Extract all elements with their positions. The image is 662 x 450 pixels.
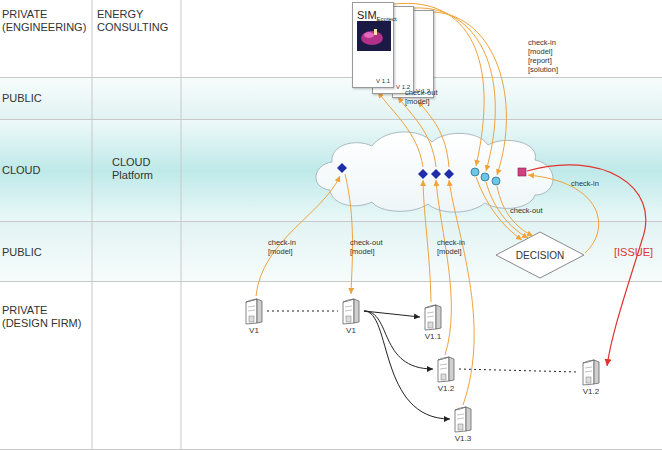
version-label: V1.3 xyxy=(450,434,476,444)
building-icon xyxy=(580,358,602,386)
building-icon xyxy=(340,297,362,325)
building-icon xyxy=(243,297,265,325)
tool-name: SIM xyxy=(357,9,377,21)
flow-label: check-in [model] xyxy=(268,238,308,256)
swim-lane: PRIVATE (ENGINEERING) ENERGY CONSULTING xyxy=(0,0,662,78)
building-front xyxy=(343,299,354,324)
building-icon xyxy=(452,405,474,433)
building-slot xyxy=(457,414,464,415)
building-drawing xyxy=(580,358,602,386)
column-label: CLOUD Platform xyxy=(112,156,172,182)
building-model: V1.3 xyxy=(450,405,476,445)
flow-label: check-out [model] xyxy=(350,238,390,256)
building-slot xyxy=(248,310,255,311)
building-door xyxy=(458,424,463,430)
version-label: V1.2 xyxy=(578,387,604,397)
building-side xyxy=(257,299,262,323)
building-drawing xyxy=(422,303,444,331)
building-slot xyxy=(427,312,434,313)
card-header: SIMEcotect xyxy=(357,5,397,23)
issue-label: [ISSUE] xyxy=(614,246,662,259)
building-drawing xyxy=(435,355,457,383)
building-model: V1.1 xyxy=(420,303,446,343)
building-roof xyxy=(246,299,257,302)
lane-label: CLOUD xyxy=(2,164,90,177)
building-door xyxy=(428,322,433,328)
building-door xyxy=(441,374,446,380)
building-drawing xyxy=(340,297,362,325)
version-label: V 1.1 xyxy=(376,78,390,84)
building-icon xyxy=(435,355,457,383)
lane-label: PUBLIC xyxy=(2,246,90,259)
building-slot xyxy=(440,364,447,365)
flow-label: check-out [model] xyxy=(405,88,445,106)
flow-label: check-in [model] xyxy=(437,238,477,256)
building-drawing xyxy=(243,297,265,325)
building-drawing xyxy=(452,405,474,433)
building-icon xyxy=(422,303,444,331)
column-label: ENERGY CONSULTING xyxy=(97,8,179,34)
building-front xyxy=(438,357,449,382)
decision-diamond: DECISION xyxy=(495,231,585,279)
swim-lane: PUBLIC DECISION xyxy=(0,222,662,282)
swim-lane: CLOUD CLOUD Platform xyxy=(0,120,662,222)
building-slot xyxy=(457,418,464,419)
building-slot xyxy=(345,306,352,307)
building-door xyxy=(346,316,351,322)
flow-label: check-in [model] [report] [solution] xyxy=(528,38,578,74)
lane-label: PRIVATE (DESIGN FIRM) xyxy=(2,304,90,330)
version-label: V1 xyxy=(241,326,267,336)
building-side xyxy=(436,305,441,329)
building-front xyxy=(425,305,436,330)
building-side xyxy=(449,357,454,381)
diamond-shape xyxy=(496,232,584,278)
building-front xyxy=(455,407,466,432)
lane-label: PUBLIC xyxy=(2,92,90,105)
building-door xyxy=(249,316,254,322)
building-front xyxy=(246,299,257,324)
version-label: V1 xyxy=(338,326,364,336)
image-highlight xyxy=(374,29,377,35)
decision-label: DECISION xyxy=(495,250,585,261)
swim-lane: PUBLIC xyxy=(0,78,662,120)
version-label: V1.2 xyxy=(433,384,459,394)
building-door xyxy=(586,377,591,383)
simulation-card: SIMEcotect V 1.1 xyxy=(352,2,394,88)
version-label: V1.1 xyxy=(420,332,446,342)
image-background xyxy=(357,21,391,51)
flow-label: check-out xyxy=(510,206,550,215)
building-model: V1 xyxy=(241,297,267,337)
building-roof xyxy=(438,357,449,360)
building-model: V1 xyxy=(338,297,364,337)
building-model: V1.2 xyxy=(578,358,604,398)
building-slot xyxy=(345,310,352,311)
building-slot xyxy=(248,306,255,307)
swim-lane: PRIVATE (DESIGN FIRM) V1 V1V1.1V1.2V1.3 V1.… xyxy=(0,282,662,450)
building-slot xyxy=(585,371,592,372)
building-roof xyxy=(455,407,466,410)
building-side xyxy=(594,360,599,384)
image-blob xyxy=(364,32,374,38)
building-slot xyxy=(440,368,447,369)
flow-label: check-in xyxy=(571,179,611,188)
building-roof xyxy=(583,360,594,363)
building-side xyxy=(354,299,359,323)
building-model: V1.2 xyxy=(433,355,459,395)
building-slot xyxy=(427,316,434,317)
image-blob xyxy=(361,31,383,45)
lane-label: PRIVATE (ENGINEERING) xyxy=(2,8,90,34)
building-slot xyxy=(585,367,592,368)
simulation-image xyxy=(357,21,391,51)
building-roof xyxy=(425,305,436,308)
building-front xyxy=(583,360,594,385)
building-side xyxy=(466,407,471,431)
render-image xyxy=(357,21,391,51)
building-roof xyxy=(343,299,354,302)
